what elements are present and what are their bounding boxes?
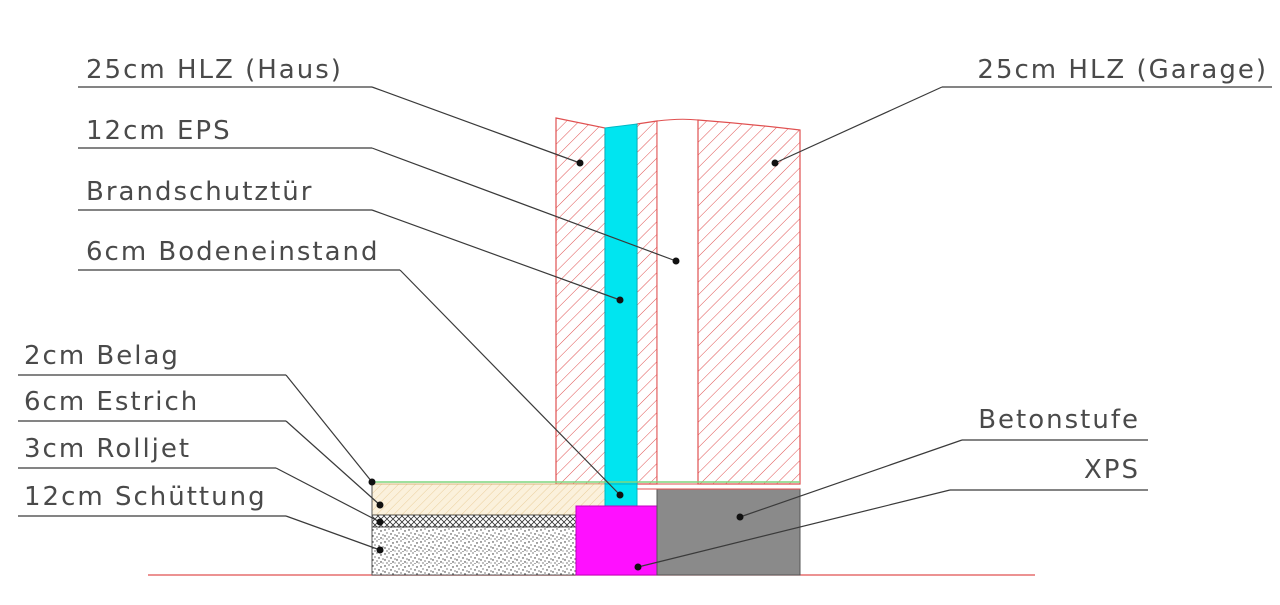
label-text: XPS [1084,455,1140,485]
label-haus-wall: 25cm HLZ (Haus) [78,55,584,167]
marker-dot [771,159,779,167]
marker-dot [616,296,624,304]
label-fill: 12cm Schüttung [18,482,384,554]
label-rolljet: 3cm Rolljet [18,434,384,526]
label-text: 3cm Rolljet [24,434,191,464]
label-text: Betonstufe [978,405,1140,435]
label-garage-wall: 25cm HLZ (Garage) [771,55,1272,167]
label-recess: 6cm Bodeneinstand [78,237,624,499]
label-xps: XPS [634,455,1148,571]
xps-block [575,505,658,576]
marker-dot [376,501,384,509]
marker-dot [616,491,624,499]
marker-dot [634,563,642,571]
fill-layer [371,526,577,576]
label-text: 25cm HLZ (Haus) [86,55,343,85]
label-text: 6cm Estrich [24,387,199,417]
garage-wall [697,119,801,485]
marker-dot [736,513,744,521]
label-text: 12cm Schüttung [24,482,267,512]
marker-dot [576,159,584,167]
marker-dot [376,518,384,526]
label-covering: 2cm Belag [18,341,376,486]
haus-wall [555,117,606,485]
haus-wall-inner-leaf [636,120,658,485]
label-door: Brandschutztür [78,177,624,304]
label-eps: 12cm EPS [78,116,680,265]
door-gap [656,118,699,485]
screed-layer [371,483,606,516]
label-text: 12cm EPS [86,116,232,146]
label-text: 25cm HLZ (Garage) [977,55,1268,85]
label-screed: 6cm Estrich [18,387,384,509]
concrete-step [656,488,801,576]
rolljet-layer [371,514,577,528]
label-concrete-step: Betonstufe [736,405,1148,521]
marker-dot [376,546,384,554]
marker-dot [368,478,376,486]
label-text: 6cm Bodeneinstand [86,237,380,267]
label-text: 2cm Belag [24,341,180,371]
marker-dot [672,257,680,265]
label-text: Brandschutztür [86,177,313,207]
eps-layer [604,123,638,485]
